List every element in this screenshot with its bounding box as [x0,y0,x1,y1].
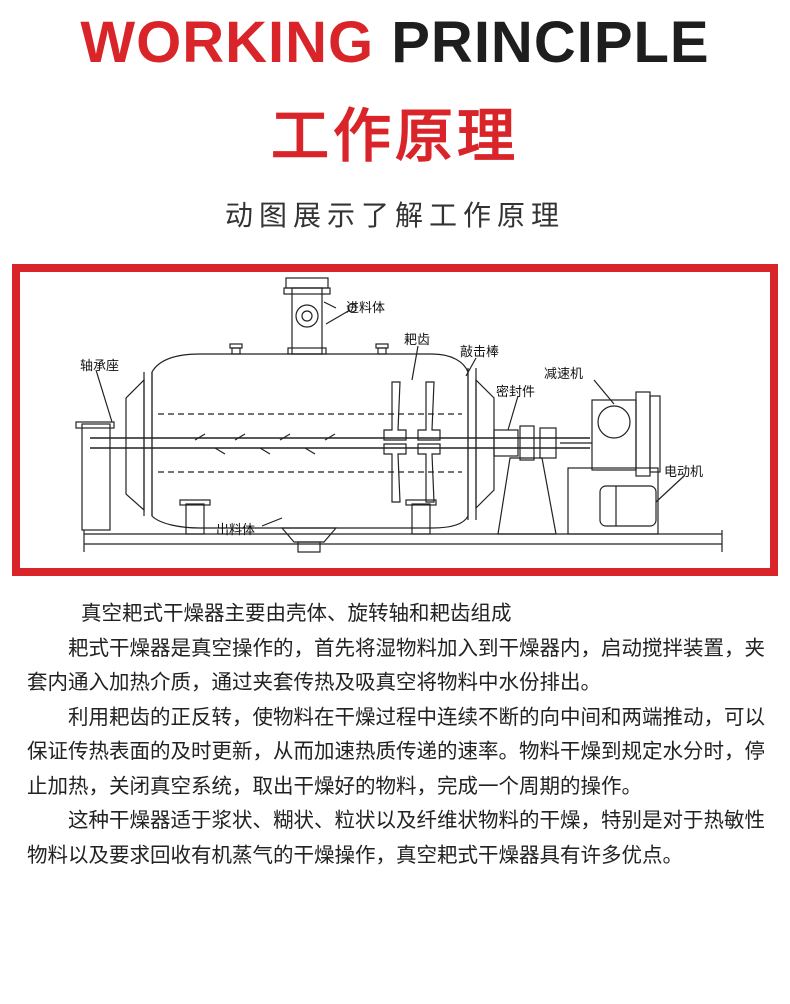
description-paragraph-1: 真空耙式干燥器主要由壳体、旋转轴和耙齿组成 [81,601,512,625]
diagram-frame: 进料体 耙齿 敲击棒 轴承座 减速机 密封件 电动机 出料体 [12,264,778,576]
rake-tooth [417,381,441,441]
subtitle: 动图展示了解工作原理 [224,199,565,232]
dryer-diagram: 进料体 耙齿 敲击棒 轴承座 减速机 密封件 电动机 出料体 [75,277,723,553]
label-reducer: 减速机 [544,367,583,382]
label-rake-teeth: 耙齿 [404,333,430,348]
label-feed: 进料体 [346,301,385,316]
label-knock-rod: 敲击棒 [460,344,499,360]
description-paragraph-3: 利用耙齿的正反转，使物料在干燥过程中连续不断的向中间和两端推动，可以保证传热表面… [27,704,765,798]
seal [493,429,519,457]
discharge-outlet [280,527,338,543]
right-end-cap [475,378,495,510]
title-english-red: WORKING [80,10,375,75]
middle-pedestal [497,457,557,535]
right-foot [411,503,431,535]
left-foot [185,503,205,535]
description-paragraph-4: 这种干燥器适于浆状、糊状、粒状以及纤维状物料的干燥，特别是对于热敏性物料以及要求… [27,808,765,867]
left-bearing-support [81,423,111,531]
left-end-cap [125,378,145,512]
title-english-dark: PRINCIPLE [391,10,710,75]
title-chinese: 工作原理 [270,102,519,170]
reducer [591,399,637,471]
label-seal: 密封件 [496,384,535,400]
description: 真空耙式干燥器主要由壳体、旋转轴和耙齿组成 耙式干燥器是真空操作的，首先将湿物料… [27,596,767,872]
title-english: WORKING PRINCIPLE [0,8,790,78]
description-paragraph-2: 耙式干燥器是真空操作的，首先将湿物料加入到干燥器内，启动搅拌装置，夹套内通入加热… [27,635,765,695]
label-motor: 电动机 [664,465,703,480]
label-bearing-seat: 轴承座 [80,359,119,374]
vessel-body [151,353,469,529]
motor-base [567,467,659,535]
motor [599,485,657,527]
label-discharge: 出料体 [216,523,255,538]
